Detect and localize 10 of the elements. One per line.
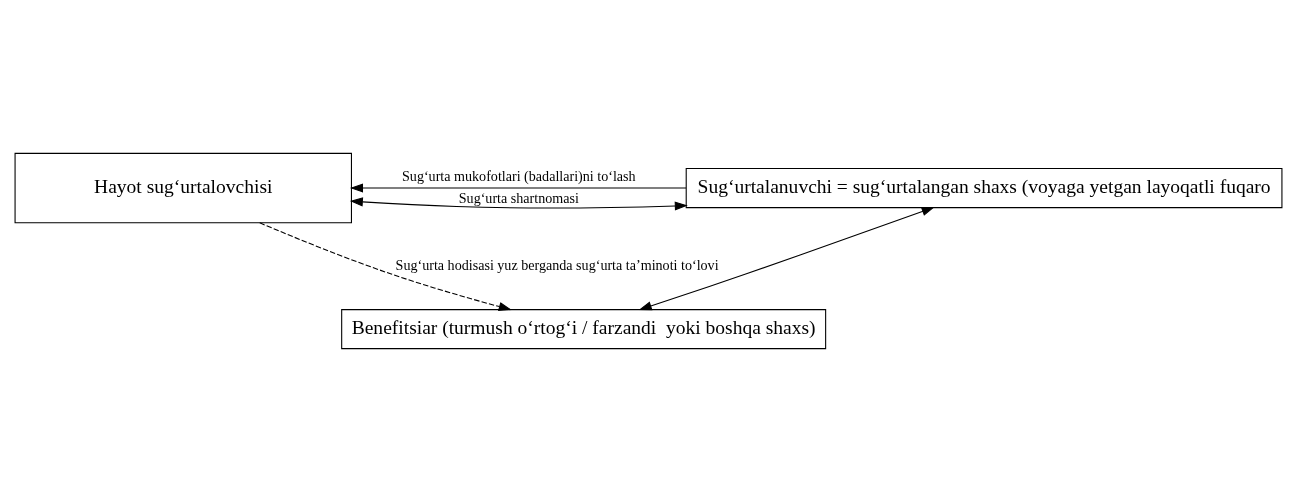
node-box: Benefitsiar (turmush o‘rtog‘i / farzandi yoki boshqa shaxs) [341,309,827,350]
node-box: Hayot sug‘urtalovchisi [14,152,352,224]
arrow [349,183,687,193]
arrow [259,222,512,311]
edge-label: Sug‘urta mukofotlari (badallari)ni to‘lash [402,167,636,184]
edge-label: Sug‘urta shartnomasi [458,189,579,206]
edge-label: Sug‘urta hodisasi yuz berganda sug‘urta ta’minoti to‘lovi [395,256,719,273]
node-box: Sug‘urtalanuvchi = sug‘urtalangan shaxs (voyaga yetgan layoqatli fuqaro [685,168,1283,209]
arrow [638,207,935,311]
arrow [349,197,688,211]
